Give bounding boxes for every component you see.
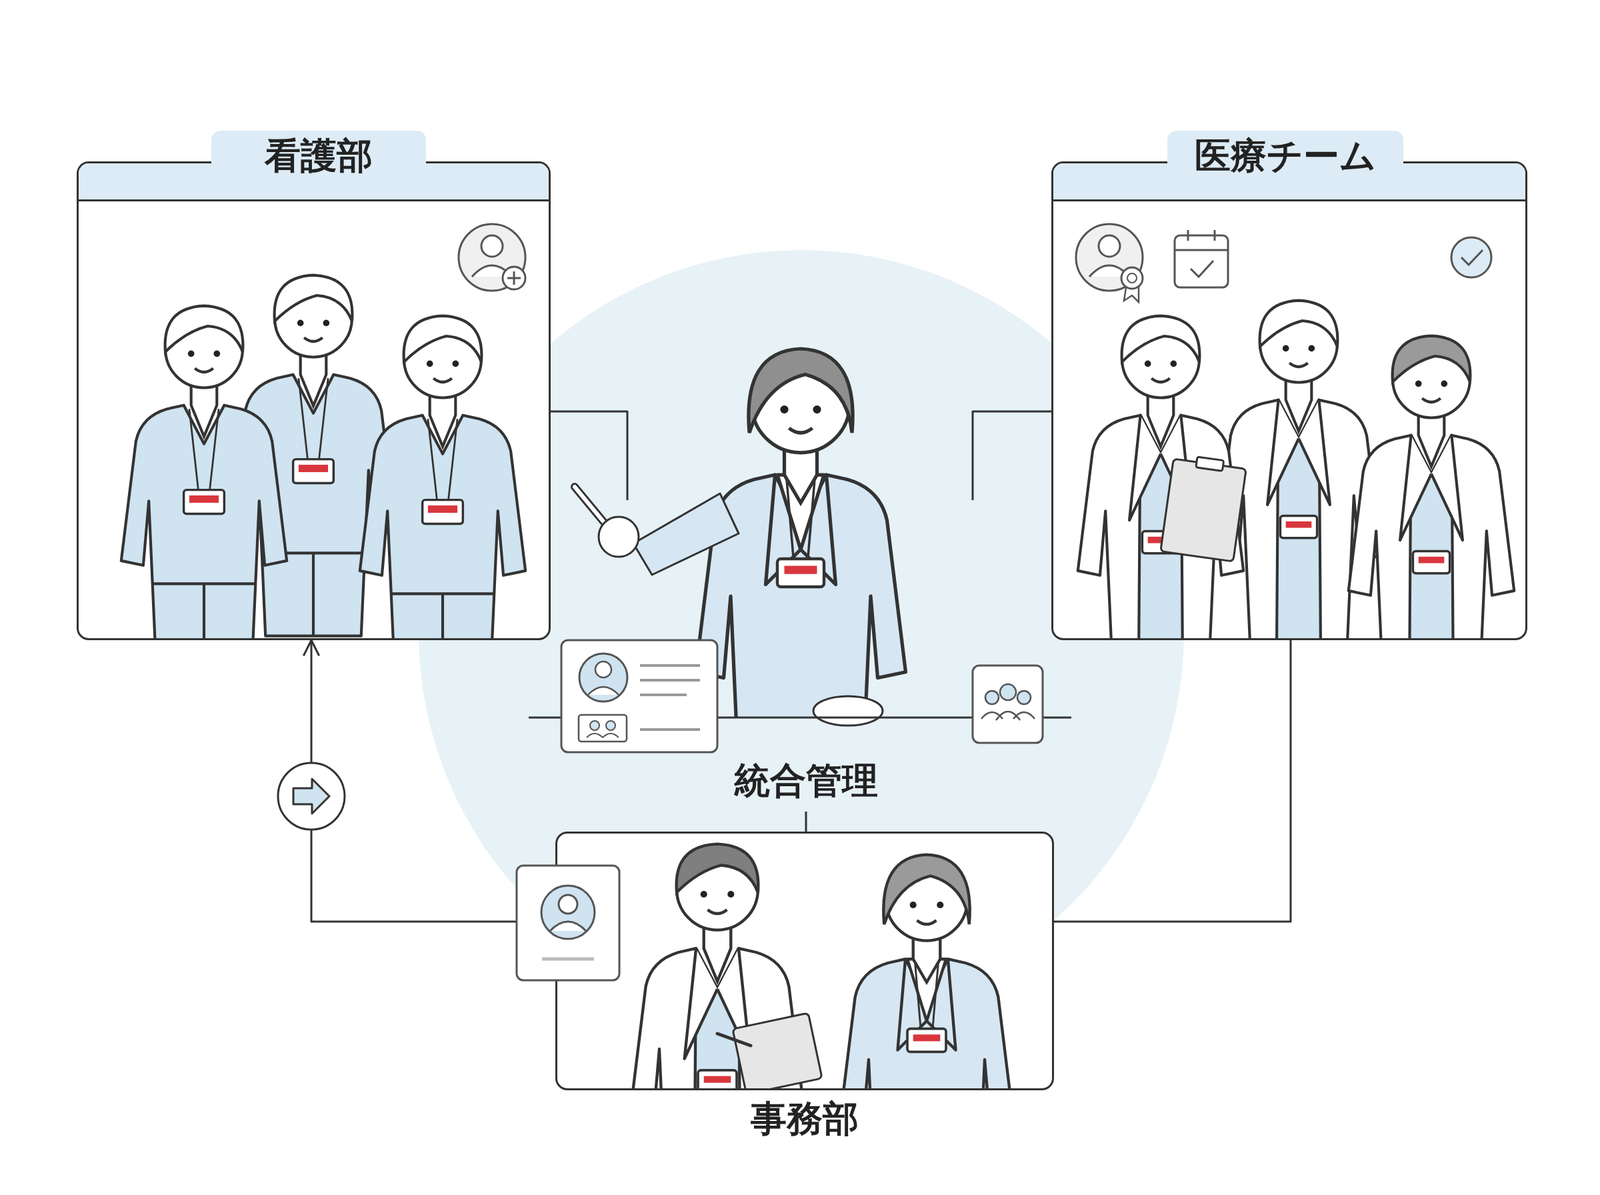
user-plus-icon [481, 235, 503, 257]
hub-node: 統合管理 [566, 500, 1046, 812]
user-card-icon [550, 921, 586, 931]
connector [805, 811, 808, 832]
node-label: 看護部 [211, 130, 426, 200]
profile-card-icon [606, 720, 616, 730]
profile-card-icon [561, 640, 718, 752]
office-staff-art [840, 854, 1014, 1088]
profile-card-icon [590, 720, 600, 730]
connector [1054, 640, 1291, 922]
manager-arm [574, 486, 883, 726]
check-icon [1461, 250, 1483, 265]
nurse-group-art [78, 163, 549, 638]
profile-card-icon [588, 686, 619, 695]
user-card-icon [516, 865, 620, 980]
manager-arm [574, 486, 604, 522]
clipboard [1160, 456, 1246, 562]
profile-card-icon [561, 640, 718, 752]
clipboard [717, 1033, 751, 1046]
calendar-icon [1174, 230, 1228, 250]
user-card-icon [541, 885, 595, 939]
manager-arm [598, 516, 639, 557]
check-icon [1451, 237, 1492, 278]
certified-user-icon [1127, 273, 1137, 283]
team-icon [972, 665, 1043, 743]
user-plus-icon [458, 224, 526, 291]
user-plus-icon [502, 266, 526, 290]
profile-card-icon [578, 714, 627, 742]
team-icon [985, 690, 999, 704]
profile-card-icon [586, 733, 619, 738]
flow-arrow-icon [293, 778, 330, 814]
medical-team-art [1053, 163, 1526, 638]
profile-card-icon [595, 661, 612, 678]
certified-user-icon [1076, 224, 1143, 302]
office-staff-art [557, 833, 1052, 1088]
team-icon [1000, 684, 1016, 700]
department-panel: 事務部 [555, 831, 1054, 1090]
user-plus-icon [507, 271, 521, 285]
connector [972, 411, 1052, 500]
node-label: 事務部 [557, 1097, 1052, 1141]
medical-team-art [1348, 336, 1514, 638]
node-label: 医療チーム [1167, 130, 1404, 200]
user-card-icon [515, 864, 622, 983]
check-icon [1451, 237, 1492, 278]
clipboard [717, 1012, 822, 1088]
certified-user-icon [1098, 235, 1120, 257]
manager-arm [574, 486, 604, 522]
manager-arm [633, 493, 739, 575]
profile-card-icon [579, 653, 628, 702]
certified-user-icon [1121, 267, 1143, 289]
clipboard [1196, 456, 1224, 471]
calendar-icon [1174, 230, 1228, 288]
user-plus-icon [458, 224, 526, 291]
manager-arm [813, 696, 883, 726]
team-icon [981, 711, 1035, 720]
node-label: 統合管理 [566, 759, 1046, 803]
department-panel: 医療チーム [1051, 161, 1528, 640]
calendar-icon [1174, 235, 1228, 288]
connector [550, 411, 628, 500]
nurse-group-art [360, 316, 526, 638]
team-icon [972, 665, 1043, 743]
flow-arrow-icon [278, 762, 345, 830]
team-icon [1017, 690, 1031, 704]
nurse-group-art [121, 306, 287, 638]
clipboard [1160, 458, 1246, 562]
flow-arrow-icon [278, 762, 345, 830]
calendar-icon [1190, 260, 1214, 277]
department-panel: 看護部 [76, 161, 551, 640]
user-card-icon [542, 957, 594, 961]
profile-card-icon [640, 665, 700, 730]
user-card-icon [558, 894, 578, 914]
clipboard [732, 1012, 822, 1088]
certified-user-icon [1076, 224, 1143, 291]
